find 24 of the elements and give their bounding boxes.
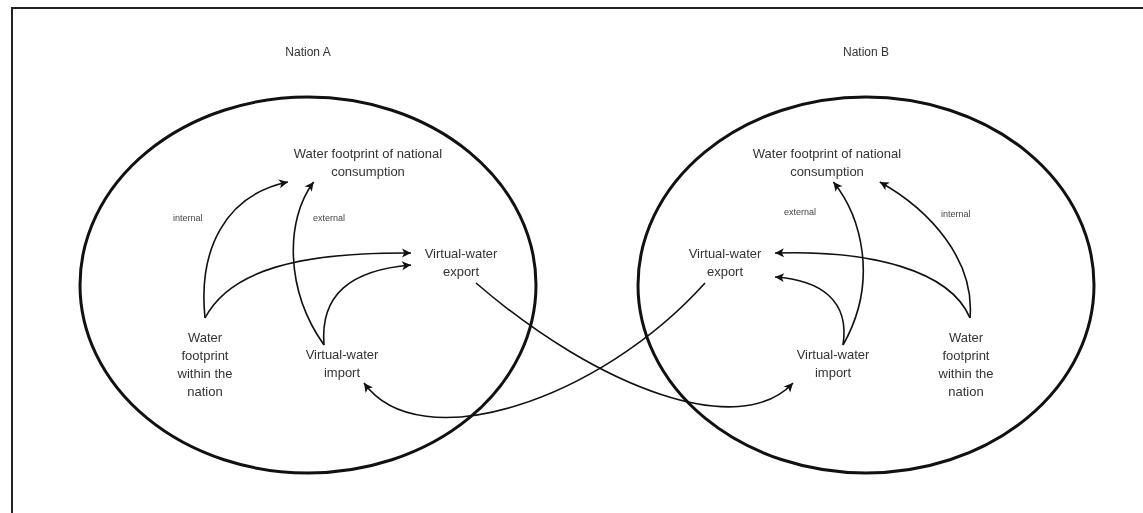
curved-arrow: [774, 273, 845, 346]
curved-arrow: [203, 180, 289, 319]
concept-label: Virtual-water export: [411, 243, 511, 283]
curved-arrow: [832, 181, 864, 346]
edge-label: internal: [940, 209, 972, 220]
curved-arrow: [879, 181, 972, 319]
edge-label: external: [312, 213, 347, 224]
concept-label: Virtual-water import: [783, 345, 883, 383]
edge-label: internal: [172, 213, 204, 224]
curved-arrow: [292, 181, 325, 346]
curved-arrow: [204, 248, 412, 319]
concept-label: Water footprint within the nation: [165, 318, 245, 412]
concept-label: Water footprint of national consumption: [747, 143, 907, 182]
nation-heading: Nation B: [843, 45, 889, 59]
curved-arrow: [774, 248, 971, 319]
concept-label: Water footprint within the nation: [926, 318, 1006, 412]
concept-label: Virtual-water export: [675, 243, 775, 283]
concept-label: Water footprint of national consumption: [288, 143, 448, 182]
edge-label: external: [783, 207, 818, 218]
concept-label: Virtual-water import: [292, 345, 392, 383]
curved-arrow: [322, 261, 412, 346]
curved-arrow: [363, 282, 706, 419]
nation-heading: Nation A: [285, 45, 331, 59]
curved-arrow: [475, 282, 794, 408]
